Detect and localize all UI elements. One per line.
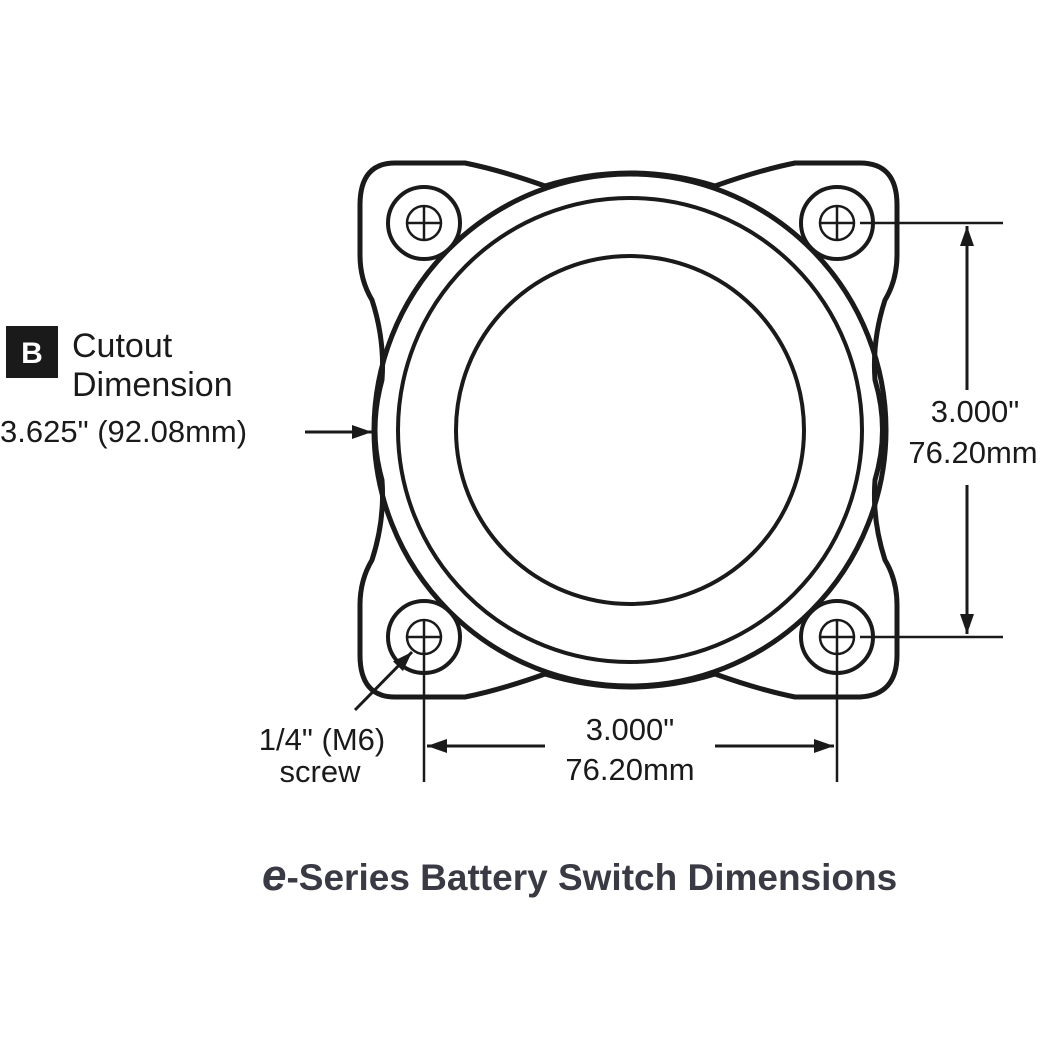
- screw-note-line1: 1/4" (M6): [259, 722, 385, 757]
- callout-line1: Cutout: [72, 327, 173, 365]
- outer-ring: [371, 171, 889, 689]
- mount-hole-top-left: [386, 185, 462, 261]
- title-text: -Series Battery Switch Dimensions: [286, 857, 897, 898]
- screw-note-line2: screw: [280, 754, 362, 789]
- vertical-dimension-inches: 3.000": [931, 394, 1020, 429]
- cutout-dimension-value: 3.625" (92.08mm): [0, 414, 247, 449]
- vertical-dimension: 3.000" 76.20mm: [860, 221, 1038, 639]
- middle-ring: [396, 196, 864, 664]
- mount-hole-top-right: [799, 185, 875, 261]
- diagram-title: e-Series Battery Switch Dimensions: [262, 851, 897, 900]
- vertical-dimension-mm: 76.20mm: [908, 435, 1037, 470]
- horizontal-dimension-mm: 76.20mm: [565, 752, 694, 787]
- callout-line2: Dimension: [72, 366, 233, 404]
- cutout-callout: B Cutout Dimension 3.625" (92.08mm): [0, 326, 372, 449]
- screw-callout: 1/4" (M6) screw: [259, 650, 414, 789]
- brand-letter: e: [262, 851, 286, 900]
- callout-badge-letter: B: [21, 337, 43, 370]
- horizontal-dimension: 3.000" 76.20mm: [422, 650, 839, 787]
- knob-face: [454, 254, 806, 606]
- callout-badge: [6, 326, 58, 378]
- horizontal-dimension-inches: 3.000": [586, 712, 675, 747]
